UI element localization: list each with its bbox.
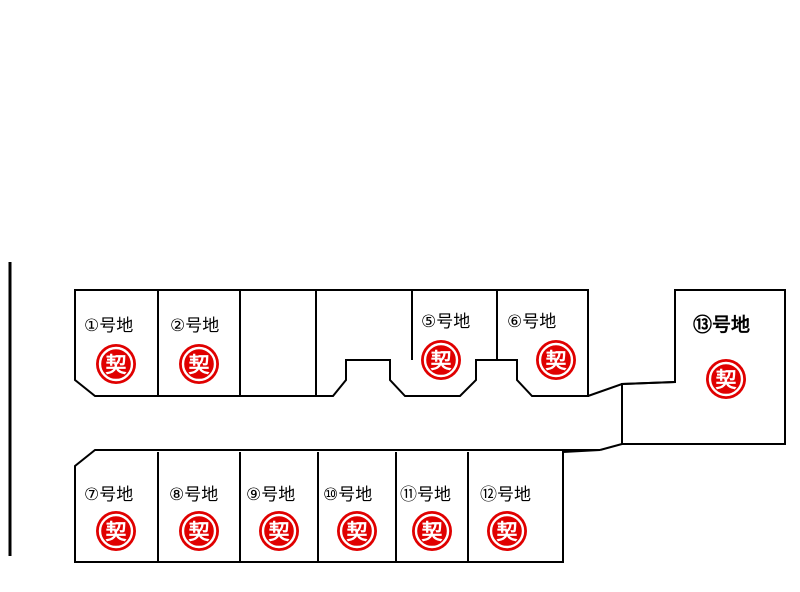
svg-text:契: 契 bbox=[346, 520, 369, 544]
lot-1-label: ①号地 bbox=[84, 316, 133, 336]
lot-6-label: ⑥号地 bbox=[507, 312, 556, 332]
svg-text:契: 契 bbox=[188, 520, 211, 544]
stamp-lot-2: 契 bbox=[179, 344, 219, 384]
stamp-lot-9: 契 bbox=[259, 511, 299, 551]
lot-5-label: ⑤号地 bbox=[421, 312, 470, 332]
lot-13-label: ⑬号地 bbox=[693, 313, 750, 336]
svg-text:契: 契 bbox=[105, 353, 128, 377]
svg-text:契: 契 bbox=[715, 368, 738, 392]
upper-block bbox=[74, 289, 589, 397]
lot-9-label: ⑨号地 bbox=[246, 485, 295, 505]
svg-text:契: 契 bbox=[545, 349, 568, 373]
svg-text:契: 契 bbox=[430, 349, 453, 373]
lot-11-label: ⑪号地 bbox=[400, 485, 451, 505]
lot-2-label: ②号地 bbox=[170, 316, 219, 336]
svg-text:契: 契 bbox=[105, 520, 128, 544]
lower-block bbox=[74, 449, 601, 563]
stamp-lot-6: 契 bbox=[536, 340, 576, 380]
lot-13-outline bbox=[621, 289, 786, 445]
stamp-lot-11: 契 bbox=[412, 511, 452, 551]
stamp-lot-5: 契 bbox=[421, 340, 461, 380]
stamp-lot-10: 契 bbox=[337, 511, 377, 551]
stamp-lot-13: 契 bbox=[706, 359, 746, 399]
svg-text:契: 契 bbox=[421, 520, 444, 544]
stamp-lot-1: 契 bbox=[96, 344, 136, 384]
svg-text:契: 契 bbox=[268, 520, 291, 544]
stamp-lot-7: 契 bbox=[96, 511, 136, 551]
lot-10-label: ⑩号地 bbox=[323, 485, 372, 505]
road-edge bbox=[587, 381, 676, 451]
stamp-lot-12: 契 bbox=[487, 511, 527, 551]
lot-8-label: ⑧号地 bbox=[169, 485, 218, 505]
svg-text:契: 契 bbox=[496, 520, 519, 544]
lot-12-label: ⑫号地 bbox=[480, 485, 531, 505]
stamp-lot-8: 契 bbox=[179, 511, 219, 551]
lot-7-label: ⑦号地 bbox=[84, 485, 133, 505]
svg-text:契: 契 bbox=[188, 353, 211, 377]
